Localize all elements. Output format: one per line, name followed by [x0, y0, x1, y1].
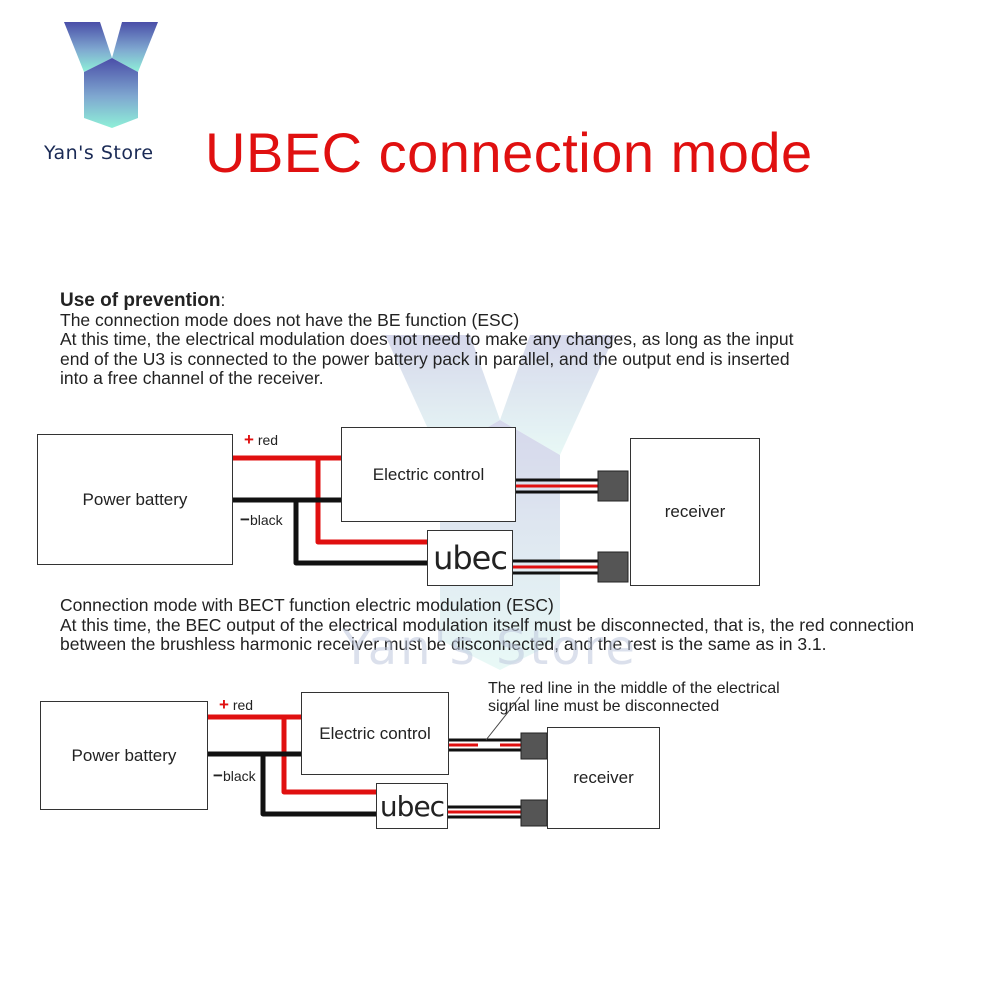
connector-plug-icon [520, 799, 548, 827]
red-wire-label: + red [244, 430, 279, 449]
connector-plug-icon [520, 732, 548, 760]
minus-icon: − [213, 766, 223, 785]
minus-icon: − [240, 510, 250, 529]
watermark-text: Yan's Store [342, 620, 638, 676]
receiver-label: receiver [664, 502, 726, 521]
page-title: UBEC connection mode [205, 121, 813, 184]
brand-logo-icon [64, 22, 158, 128]
red-wire-label: + red [219, 695, 254, 714]
electric-control-box: Electric control [301, 692, 449, 775]
section1-line: end of the U3 is connected to the power … [60, 348, 790, 369]
ubec-label: ubec [379, 789, 445, 823]
power-battery-box: Power battery [40, 701, 208, 810]
note-line: signal line must be disconnected [488, 698, 720, 715]
power-battery-label: Power battery [71, 745, 177, 765]
section2-line: At this time, the BEC output of the elec… [60, 614, 915, 635]
brand-name: Yan's Store [44, 142, 154, 164]
plus-icon: + [244, 430, 254, 449]
ubec-label: ubec [433, 539, 508, 577]
receiver-label: receiver [573, 768, 634, 787]
power-battery-label: Power battery [82, 489, 188, 509]
section1-text: Use of prevention: The connection mode d… [60, 290, 970, 389]
section1-heading: Use of prevention [60, 290, 221, 311]
electric-control-box: Electric control [341, 427, 516, 522]
connector-plug-icon [597, 470, 629, 502]
section2-line: Connection mode with BECT function elect… [60, 595, 554, 615]
electric-control-label: Electric control [319, 723, 431, 743]
receiver-box: receiver [630, 438, 760, 586]
ubec-box: ubec [376, 783, 448, 829]
plus-icon: + [219, 695, 229, 714]
power-battery-box: Power battery [37, 434, 233, 565]
section2-text: Connection mode with BECT function elect… [60, 595, 970, 655]
electric-control-label: Electric control [372, 464, 485, 484]
connector-plug-icon [597, 551, 629, 583]
disconnect-note: The red line in the middle of the electr… [488, 680, 780, 716]
black-wire-label: −black [213, 766, 256, 785]
note-line: The red line in the middle of the electr… [488, 680, 780, 697]
ubec-box: ubec [427, 530, 513, 586]
section1-line: At this time, the electrical modulation … [60, 329, 794, 349]
section1-line: The connection mode does not have the BE… [60, 309, 520, 330]
section1-line: into a free channel of the receiver. [60, 368, 324, 388]
receiver-box: receiver [547, 727, 660, 829]
black-wire-label: −black [240, 510, 283, 529]
section2-line: between the brushless harmonic receiver … [60, 634, 827, 654]
